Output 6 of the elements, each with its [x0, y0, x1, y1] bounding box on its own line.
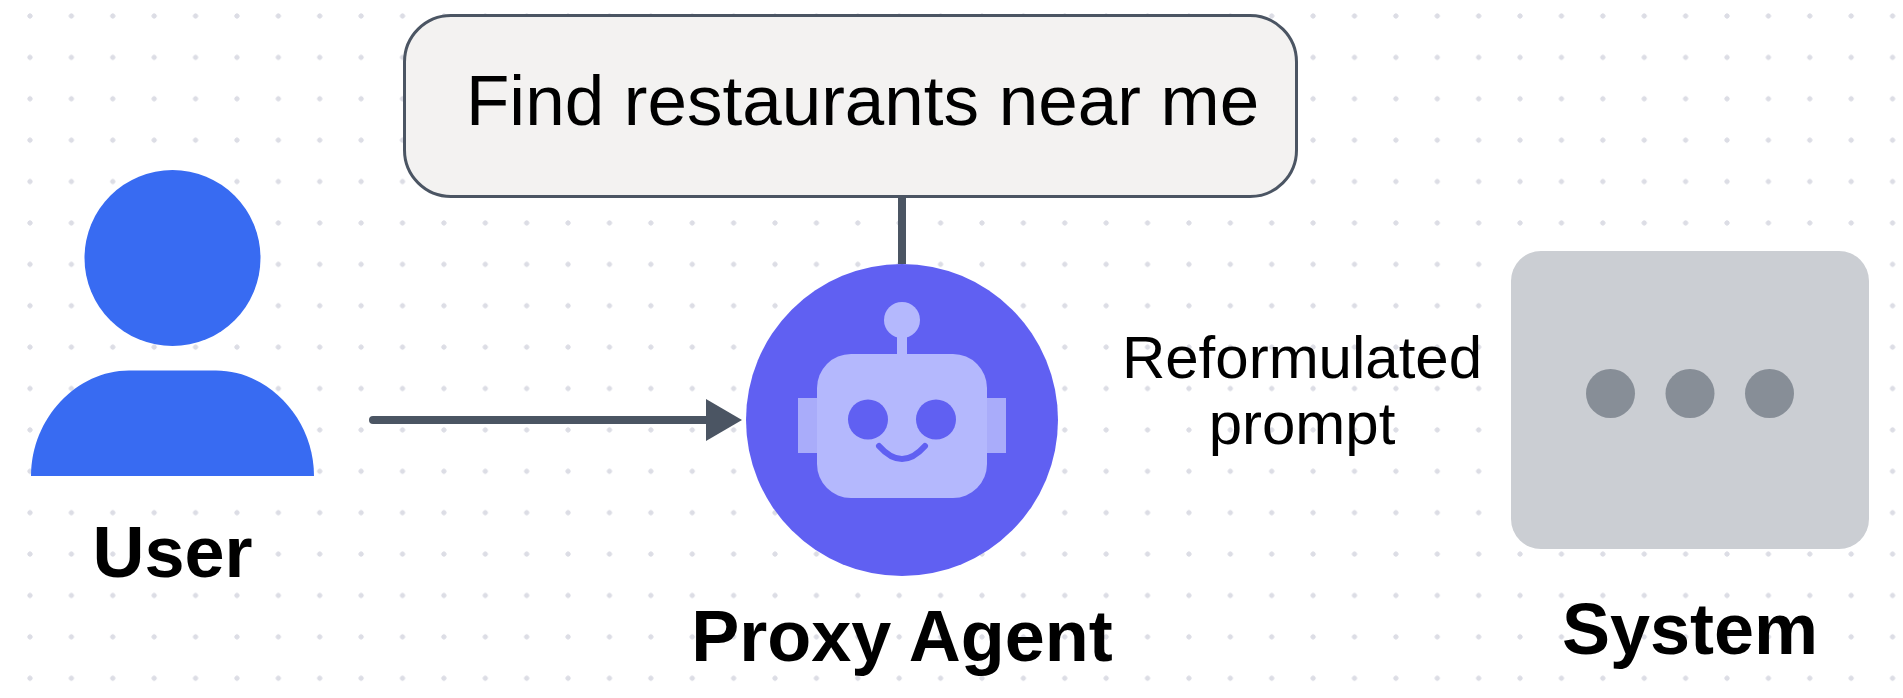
- message-text: Find restaurants near me: [466, 61, 1260, 141]
- message-box: [403, 14, 1298, 198]
- annotation-text: Reformulated prompt: [1120, 325, 1484, 457]
- connector-line: [898, 198, 906, 264]
- arrow: [369, 399, 742, 441]
- node-label: User: [92, 516, 253, 588]
